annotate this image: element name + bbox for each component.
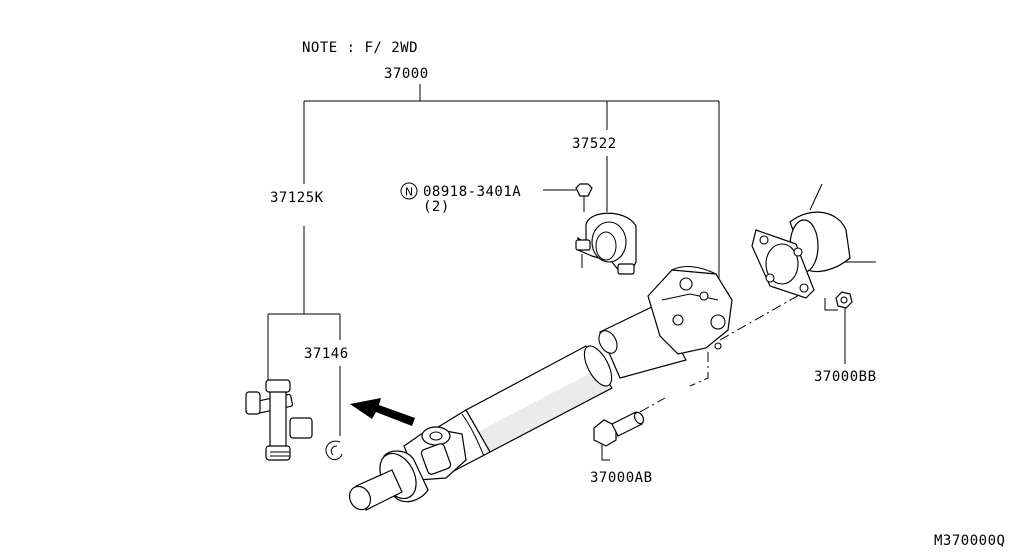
- label-37125k: 37125K: [270, 190, 324, 206]
- universal-joint-spider: [245, 379, 313, 461]
- leader-lines: [267, 84, 846, 461]
- snap-ring: [325, 440, 343, 461]
- nut-08918-3401a: [575, 183, 593, 212]
- assembly-center-lines: [639, 289, 809, 413]
- diagram-code: M370000Q: [934, 533, 1005, 549]
- bolt-37000ab: [593, 411, 645, 447]
- n-circle-symbol: N: [400, 182, 418, 200]
- note-text: NOTE : F/ 2WD: [302, 40, 418, 56]
- flange-nut-37000bb: [835, 291, 853, 309]
- label-37000ab: 37000AB: [590, 470, 653, 486]
- label-37000: 37000: [384, 66, 429, 82]
- label-37146: 37146: [304, 346, 349, 362]
- n-symbol-letter: N: [405, 186, 413, 199]
- direction-arrow: [350, 398, 415, 426]
- propeller-shaft: [348, 266, 733, 511]
- label-nut-quantity: (2): [423, 199, 450, 215]
- companion-flange: [751, 183, 876, 299]
- label-37522: 37522: [572, 136, 617, 152]
- label-08918-3401a: 08918-3401A: [423, 184, 521, 200]
- center-bearing-bracket: [575, 212, 637, 275]
- label-37000bb: 37000BB: [814, 369, 877, 385]
